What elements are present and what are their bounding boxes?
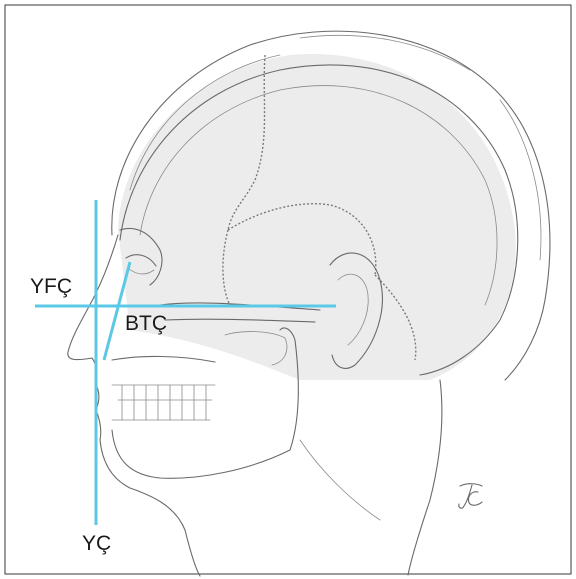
oblique-line-label: BTÇ (125, 312, 167, 335)
horizontal-line-label: YFÇ (30, 275, 72, 298)
head-illustration (68, 31, 550, 576)
vertical-line-label: YÇ (82, 532, 111, 555)
oblique-reference-line (104, 262, 130, 360)
artist-signature (459, 484, 482, 508)
